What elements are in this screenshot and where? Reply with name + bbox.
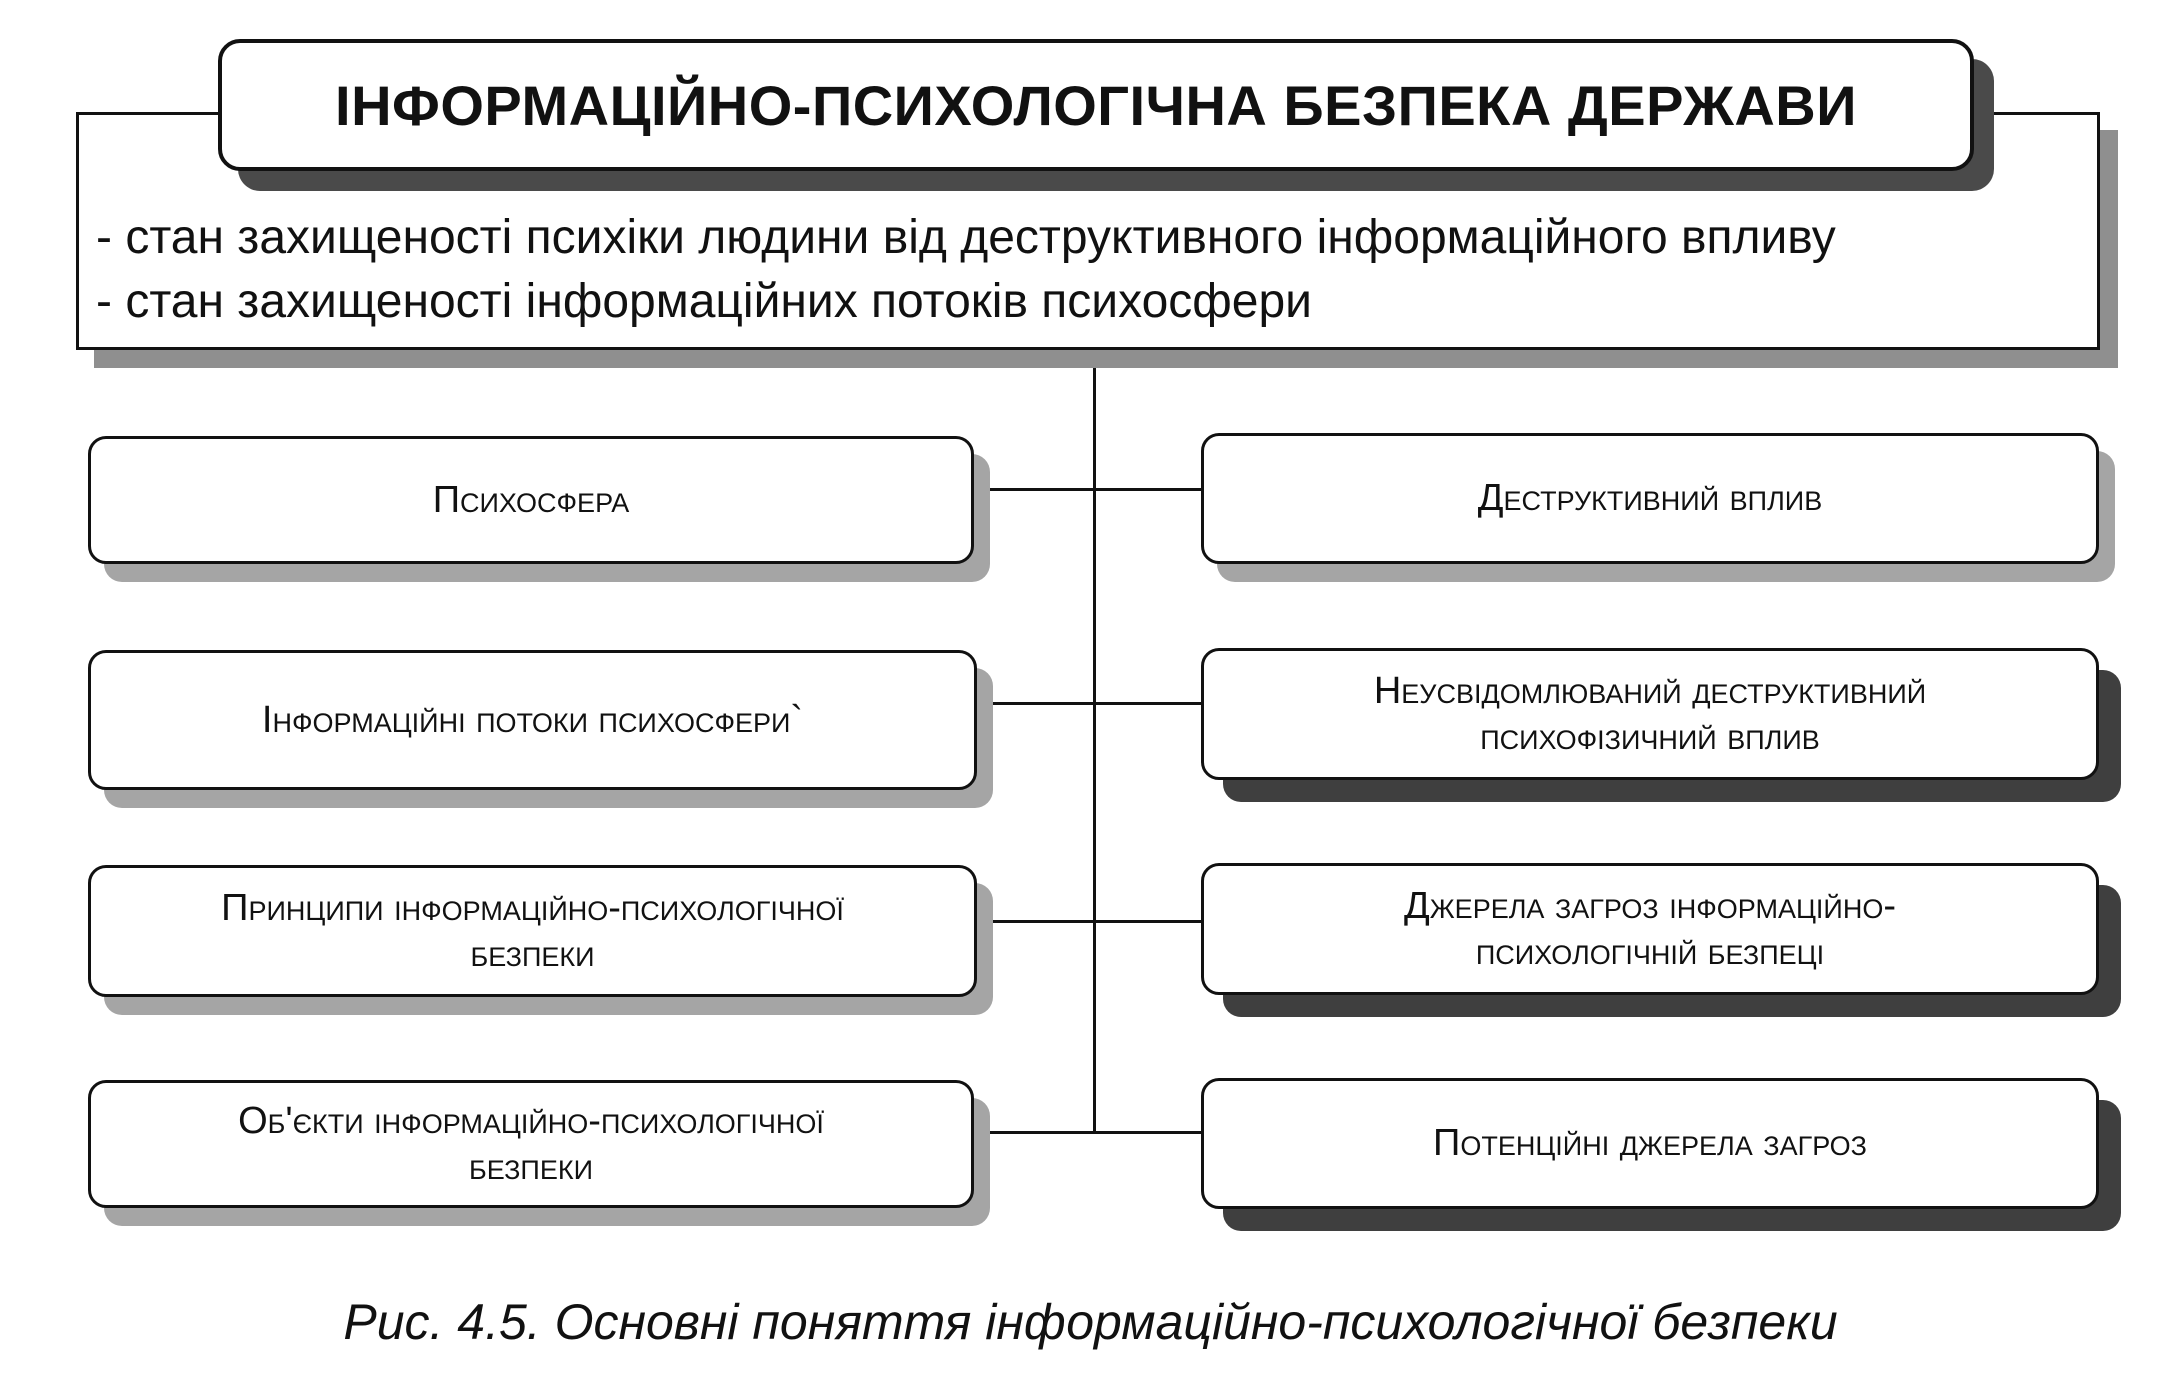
title-box: Інформаційно-психологічна безпека держав… — [218, 39, 1974, 171]
concept-box-objects: Об'єкти інформаційно-психологічної безпе… — [88, 1080, 974, 1208]
concept-label: Джерела загроз інформаційно- психологічн… — [1404, 884, 1896, 973]
diagram-title: Інформаційно-психологічна безпека держав… — [335, 73, 1857, 137]
concept-box-potential-threats: Потенційні джерела загроз — [1201, 1078, 2099, 1209]
concept-label: Об'єкти інформаційно-психологічної безпе… — [238, 1099, 824, 1188]
concept-box-unconscious-influence: Неусвідомлюваний деструктивний психофізи… — [1201, 648, 2099, 780]
central-trunk-line — [1093, 350, 1096, 1133]
branch-line-3 — [977, 920, 1201, 923]
branch-line-2 — [977, 702, 1201, 705]
concept-box-information-flows: Інформаційні потоки психосфери` — [88, 650, 977, 790]
definition-line-1: - стан захищеності психіки людини від де… — [96, 211, 1836, 264]
figure-caption: Рис. 4.5. Основні поняття інформаційно-п… — [343, 1294, 1838, 1350]
concept-label: Інформаційні потоки психосфери` — [261, 698, 804, 741]
concept-box-principles: Принципи інформаційно-психологічної безп… — [88, 865, 977, 997]
concept-label: Принципи інформаційно-психологічної безп… — [221, 886, 844, 975]
concept-label: Потенційні джерела загроз — [1433, 1122, 1867, 1165]
concept-label: Психосфера — [432, 478, 630, 521]
branch-line-1 — [974, 488, 1201, 491]
concept-box-threat-sources: Джерела загроз інформаційно- психологічн… — [1201, 863, 2099, 995]
concept-label: Неусвідомлюваний деструктивний психофізи… — [1373, 669, 1927, 758]
concept-label: Деструктивний вплив — [1477, 477, 1823, 520]
concept-box-destructive-influence: Деструктивний вплив — [1201, 433, 2099, 564]
definition-line-2: - стан захищеності інформаційних потоків… — [96, 275, 1312, 328]
concept-box-psychosphere: Психосфера — [88, 436, 974, 564]
branch-line-4 — [974, 1131, 1201, 1134]
